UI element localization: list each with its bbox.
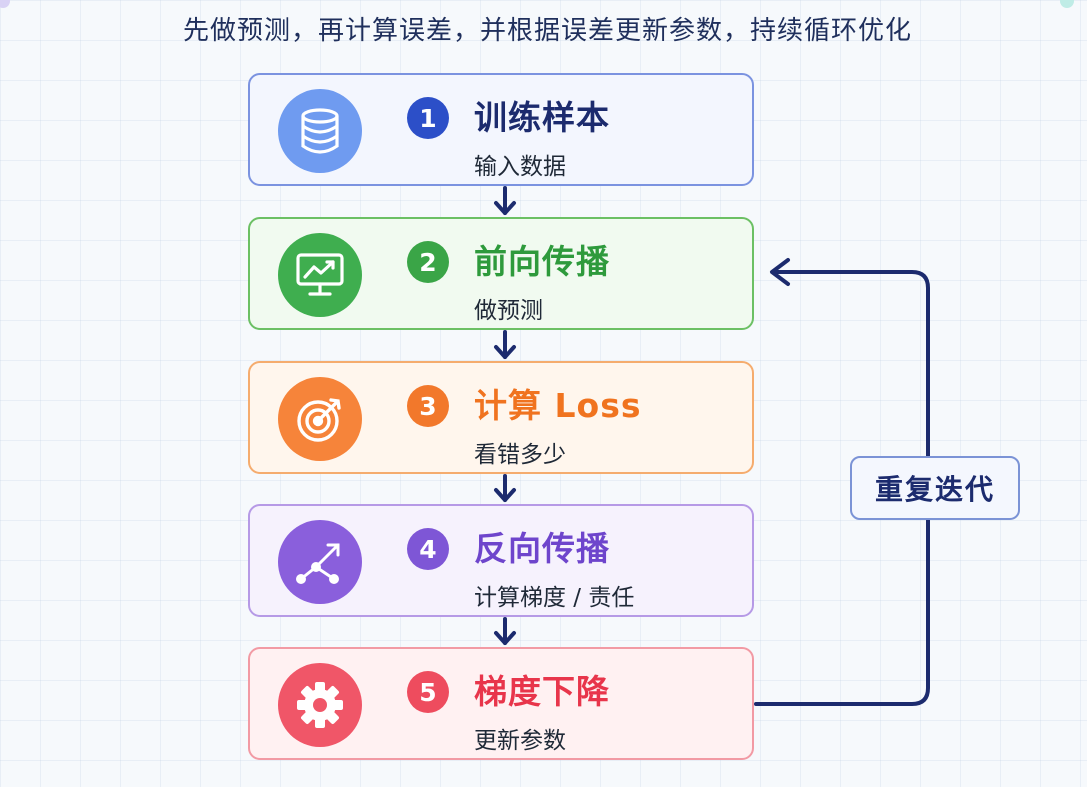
step-3-desc: 看错多少 (474, 442, 566, 468)
decor-dot-right (1060, 0, 1074, 8)
step-2-icon-badge (278, 233, 362, 317)
step-5-desc: 更新参数 (474, 728, 566, 754)
step-2-number: 2 (407, 241, 449, 283)
gear-icon (297, 682, 343, 728)
step-4-number: 4 (407, 528, 449, 570)
database-icon (301, 108, 339, 154)
step-2-title: 前向传播 (474, 242, 610, 281)
step-1-icon-badge (278, 89, 362, 173)
down-arrow-3-4 (494, 474, 516, 502)
step-3-title: 计算 Loss (474, 386, 642, 425)
step-5-number: 5 (407, 671, 449, 713)
repeat-iteration-label: 重复迭代 (850, 456, 1020, 520)
monitor-chart-icon (296, 253, 344, 296)
target-icon (297, 398, 341, 442)
step-4-icon-badge (278, 520, 362, 604)
down-arrow-4-5 (494, 617, 516, 645)
step-card-4: 4 反向传播 计算梯度 / 责任 (248, 504, 754, 617)
step-1-number: 1 (407, 97, 449, 139)
step-2-desc: 做预测 (474, 298, 543, 324)
step-3-number: 3 (407, 385, 449, 427)
step-4-desc: 计算梯度 / 责任 (474, 585, 635, 611)
step-card-3: 3 计算 Loss 看错多少 (248, 361, 754, 474)
step-1-desc: 输入数据 (474, 154, 566, 180)
step-card-1: 1 训练样本 输入数据 (248, 73, 754, 186)
down-arrow-1-2 (494, 186, 516, 215)
step-5-icon-badge (278, 663, 362, 747)
trend-graph-icon (296, 543, 340, 584)
diagram-subtitle: 先做预测，再计算误差，并根据误差更新参数，持续循环优化 (182, 16, 912, 46)
step-card-5: 5 梯度下降 更新参数 (248, 647, 754, 760)
step-card-2: 2 前向传播 做预测 (248, 217, 754, 330)
decor-dot-left (0, 0, 10, 8)
step-4-title: 反向传播 (474, 529, 610, 568)
step-1-title: 训练样本 (474, 98, 610, 137)
step-5-title: 梯度下降 (474, 672, 610, 711)
step-3-icon-badge (278, 377, 362, 461)
down-arrow-2-3 (494, 330, 516, 359)
